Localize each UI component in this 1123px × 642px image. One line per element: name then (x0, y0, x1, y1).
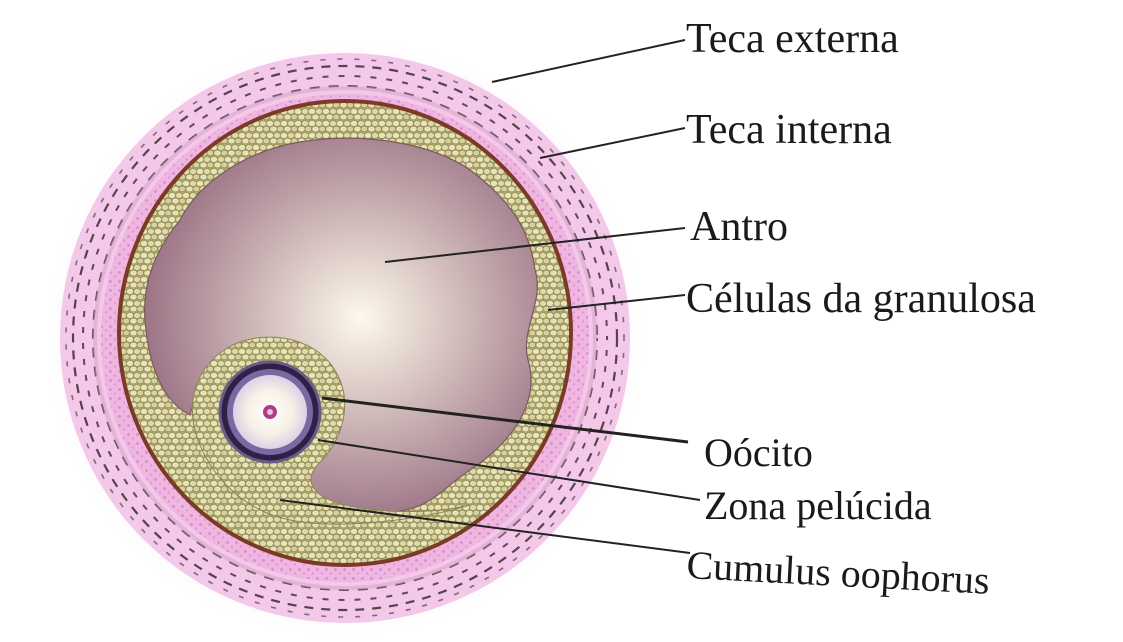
label-cumulus: Cumulus oophorus (686, 542, 991, 603)
oocyte (220, 362, 320, 462)
label-teca-externa: Teca externa (686, 16, 899, 62)
label-teca-interna: Teca interna (686, 107, 892, 153)
label-oocito: Oócito (704, 430, 813, 475)
label-zona-pelucida: Zona pelúcida (704, 483, 932, 528)
leader-teca-externa (492, 40, 685, 82)
label-celulas-granulosa: Células da granulosa (686, 276, 1036, 322)
labels: Teca externa Teca interna Antro Células … (686, 16, 1037, 603)
label-antro: Antro (690, 204, 788, 250)
